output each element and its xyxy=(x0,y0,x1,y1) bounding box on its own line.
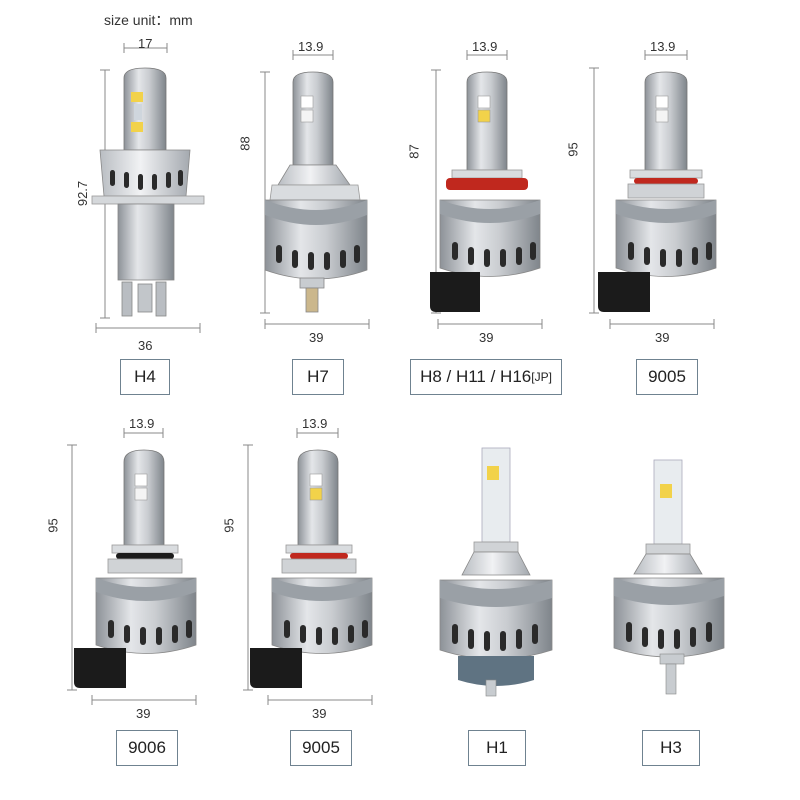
9005-top-height-label: 95 xyxy=(565,142,581,157)
h8-width-label: 13.9 xyxy=(472,39,498,54)
model-label-9005-bottom-text: 9005 xyxy=(302,738,340,757)
size-unit-label: size unit：mm xyxy=(104,12,193,28)
bulb-h3-image xyxy=(613,459,725,695)
h8-base-label: 39 xyxy=(479,330,494,345)
model-label-9005-top-text: 9005 xyxy=(648,367,686,386)
bulb-h8-image xyxy=(430,71,541,312)
model-label-h1-text: H1 xyxy=(486,738,508,757)
9005-bottom-base-label: 39 xyxy=(312,706,327,721)
9006-height-label: 95 xyxy=(45,518,61,533)
h7-width-label: 13.9 xyxy=(298,39,324,54)
model-label-9006-text: 9006 xyxy=(128,738,166,757)
bulb-h1-image xyxy=(439,447,553,697)
model-label-h8-h11-h16: H8 / H11 / H16[JP] xyxy=(410,359,562,395)
model-label-h3: H3 xyxy=(642,730,700,766)
bulb-9005-bottom-image xyxy=(250,449,373,688)
bulb-9006-image xyxy=(74,449,197,688)
model-label-h7: H7 xyxy=(292,359,344,395)
model-label-9006: 9006 xyxy=(116,730,178,766)
model-label-h4: H4 xyxy=(120,359,170,395)
model-label-9005-bottom: 9005 xyxy=(290,730,352,766)
model-label-h7-text: H7 xyxy=(307,367,329,386)
h4-width-label: 17 xyxy=(138,36,153,51)
bulb-9005-top-image xyxy=(598,71,717,312)
h4-height-label: 92.7 xyxy=(75,180,91,207)
model-label-h4-text: H4 xyxy=(134,367,156,386)
9005-bottom-width-label: 13.9 xyxy=(302,416,328,431)
9005-top-base-label: 39 xyxy=(655,330,670,345)
9005-bottom-height-label: 95 xyxy=(221,518,237,533)
h4-base-label: 36 xyxy=(138,338,153,353)
9005-top-width-label: 13.9 xyxy=(650,39,676,54)
h8-height-label: 87 xyxy=(406,144,422,159)
model-label-h1: H1 xyxy=(468,730,526,766)
bulb-h7-image xyxy=(264,71,368,313)
model-label-9005-top: 9005 xyxy=(636,359,698,395)
h7-base-label: 39 xyxy=(309,330,324,345)
model-label-h3-text: H3 xyxy=(660,738,682,757)
model-label-h8-text: H8 / H11 / H16 xyxy=(420,367,532,386)
h7-height-label: 88 xyxy=(237,136,253,151)
9006-base-label: 39 xyxy=(136,706,151,721)
model-label-h8-suffix: [JP] xyxy=(531,370,552,384)
9006-width-label: 13.9 xyxy=(129,416,155,431)
bulb-h4-image xyxy=(91,67,205,317)
